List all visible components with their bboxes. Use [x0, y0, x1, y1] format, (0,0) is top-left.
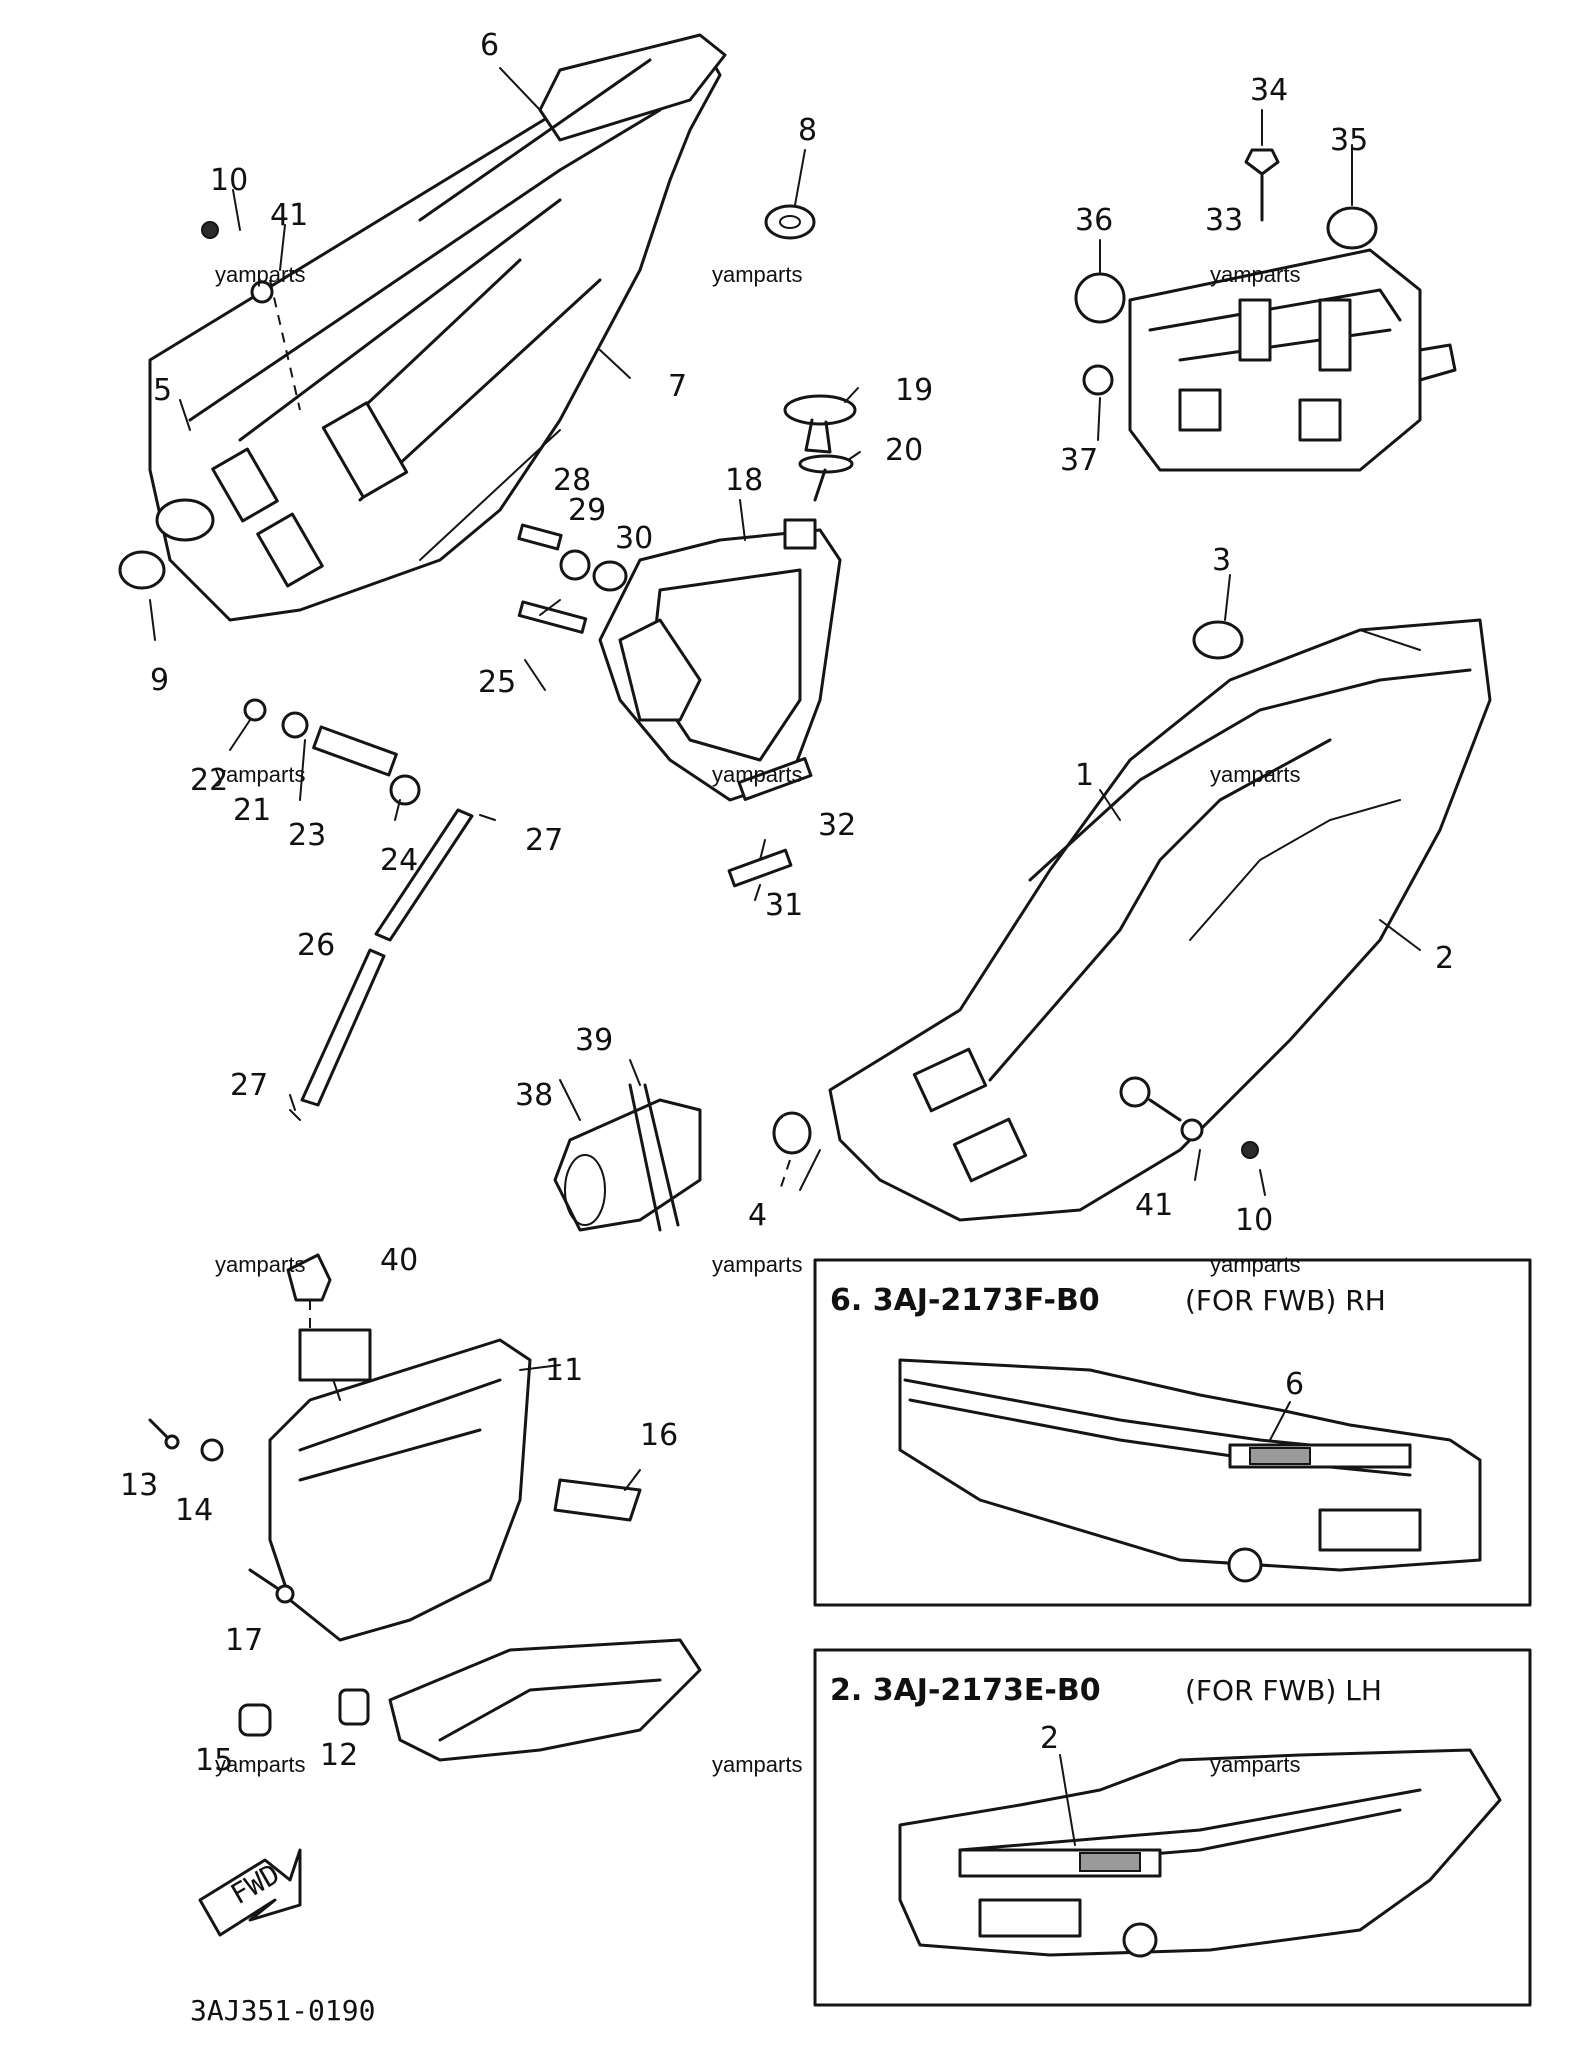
callout-2: 2 — [1435, 941, 1454, 976]
callout-38: 38 — [515, 1078, 553, 1113]
callout-11: 11 — [545, 1353, 583, 1388]
callout-31: 31 — [765, 888, 803, 923]
cap-40 — [286, 1253, 332, 1330]
watermark: yamparts — [712, 262, 802, 287]
damper-12 — [338, 1688, 370, 1726]
callout-3: 3 — [1212, 543, 1231, 578]
bolts-21-24 — [243, 698, 421, 806]
callout-17: 17 — [225, 1623, 263, 1658]
callout-14: 14 — [175, 1493, 213, 1528]
watermark: yamparts — [215, 262, 305, 287]
callout-7: 7 — [668, 369, 687, 404]
bolts-28-30 — [517, 523, 628, 634]
damper-36 — [1074, 272, 1126, 324]
inset-rh-panel: 6. 3AJ-2173F-B0 (FOR FWB) RH 6 — [813, 1258, 1532, 1607]
callout-16: 16 — [640, 1418, 678, 1453]
watermark: yamparts — [1210, 262, 1300, 287]
callout-labels: 1 2 3 4 5 6 7 8 9 10 10 11 12 13 14 15 1… — [120, 28, 1454, 1778]
callout-22: 22 — [190, 763, 228, 798]
hose-26 — [289, 808, 474, 1121]
watermark: yamparts — [215, 1252, 305, 1277]
screws-41-10-right — [1148, 1098, 1259, 1159]
callout-30: 30 — [615, 521, 653, 556]
damper-35 — [1326, 206, 1378, 250]
callout-5: 5 — [153, 373, 172, 408]
leader-lines — [149, 67, 1421, 1491]
screw-13 — [148, 1418, 180, 1450]
nut-14 — [200, 1438, 224, 1462]
callout-15: 15 — [195, 1743, 233, 1778]
callout-27-bottom: 27 — [230, 1068, 268, 1103]
callout-28: 28 — [553, 463, 591, 498]
callout-12: 12 — [320, 1738, 358, 1773]
watermark: yamparts — [1210, 762, 1300, 787]
inset-lh-title: 2. 3AJ-2173E-B0 — [830, 1673, 1101, 1708]
callout-37: 37 — [1060, 443, 1098, 478]
watermark: yamparts — [712, 762, 802, 787]
battery-box-33 — [1128, 248, 1457, 472]
screw-17 — [248, 1568, 295, 1604]
inset-lh-note: (FOR FWB) LH — [1185, 1674, 1382, 1707]
watermark: yamparts — [712, 1252, 802, 1277]
callout-36: 36 — [1075, 203, 1113, 238]
callout-13: 13 — [120, 1468, 158, 1503]
watermarks: yamparts yamparts yamparts yamparts yamp… — [215, 262, 1300, 1777]
callout-27-top: 27 — [525, 823, 563, 858]
damper-9 — [118, 550, 166, 590]
watermark: yamparts — [215, 762, 305, 787]
callout-18: 18 — [725, 463, 763, 498]
right-side-cover-1 — [828, 618, 1492, 1222]
bracket-assembly-18 — [598, 518, 842, 888]
clip-16 — [553, 1478, 642, 1522]
callout-25: 25 — [478, 665, 516, 700]
knob-19-20 — [783, 394, 857, 502]
inset-rh-note: (FOR FWB) RH — [1185, 1284, 1386, 1317]
callout-21: 21 — [233, 793, 271, 828]
inset-lh-panel: 2. 3AJ-2173E-B0 (FOR FWB) LH 2 — [813, 1648, 1532, 2007]
callout-4: 4 — [748, 1198, 767, 1233]
callout-32: 32 — [818, 808, 856, 843]
damper-15 — [238, 1703, 272, 1737]
watermark: yamparts — [1210, 1752, 1300, 1777]
callout-40: 40 — [380, 1243, 418, 1278]
callout-19: 19 — [895, 373, 933, 408]
inset-rh-title: 6. 3AJ-2173F-B0 — [830, 1283, 1100, 1318]
diagram-code: 3AJ351-0190 — [190, 1994, 375, 2027]
damper-37 — [1082, 364, 1114, 396]
grommet-3 — [1192, 620, 1244, 660]
callout-41-left: 41 — [270, 198, 308, 233]
callout-39: 39 — [575, 1023, 613, 1058]
watermark: yamparts — [712, 1752, 802, 1777]
watermark: yamparts — [1210, 1252, 1300, 1277]
grommet-8 — [764, 204, 816, 240]
callout-33: 33 — [1205, 203, 1243, 238]
bolt-34 — [1244, 148, 1280, 222]
callout-34: 34 — [1250, 73, 1288, 108]
damper-4 — [772, 1111, 812, 1191]
callout-20: 20 — [885, 433, 923, 468]
inset-lh-callout: 2 — [1040, 1721, 1059, 1756]
callout-10-right: 10 — [1235, 1203, 1273, 1238]
inset-rh-callout: 6 — [1285, 1367, 1304, 1402]
callout-6: 6 — [480, 28, 499, 63]
callout-23: 23 — [288, 818, 326, 853]
callout-35: 35 — [1330, 123, 1368, 158]
callout-41-right: 41 — [1135, 1188, 1173, 1223]
air-case-11 — [268, 1328, 702, 1762]
callout-8: 8 — [798, 113, 817, 148]
callout-10-left: 10 — [210, 163, 248, 198]
callout-9: 9 — [150, 663, 169, 698]
callout-24: 24 — [380, 843, 418, 878]
callout-26: 26 — [297, 928, 335, 963]
fwd-arrow: FWD — [198, 1848, 302, 1937]
callout-29: 29 — [568, 493, 606, 528]
callout-1: 1 — [1075, 758, 1094, 793]
screw-10-left — [201, 221, 274, 304]
tool-bag-38-39 — [553, 1083, 702, 1232]
watermark: yamparts — [215, 1752, 305, 1777]
